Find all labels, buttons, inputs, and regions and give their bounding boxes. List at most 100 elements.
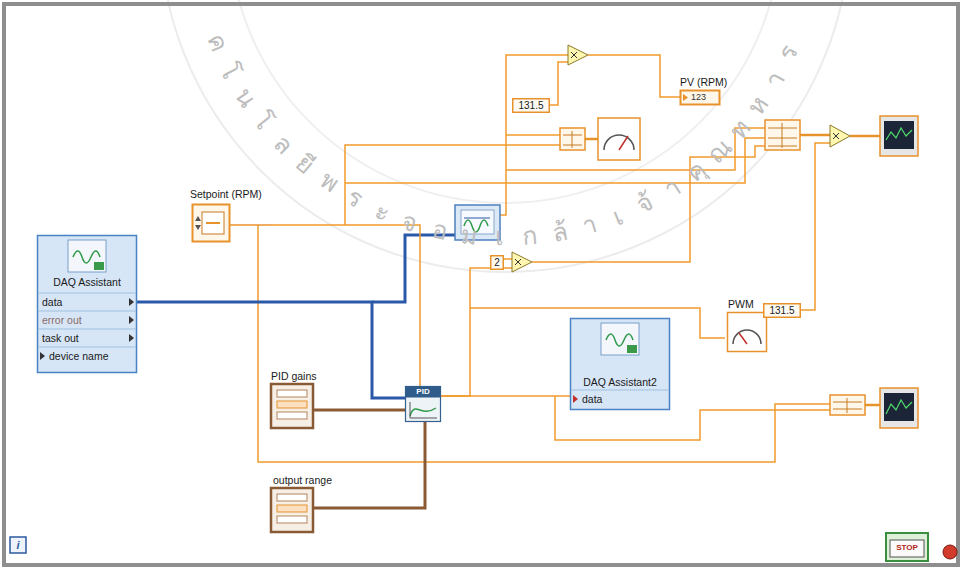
terminal-label: data xyxy=(582,393,602,405)
multiply-node xyxy=(568,45,588,65)
terminal-row-line xyxy=(38,329,136,330)
pid-header xyxy=(406,387,441,398)
waveform-symbol xyxy=(606,334,633,346)
pid-symbol xyxy=(410,408,436,416)
terminal-label: device name xyxy=(49,350,109,362)
watermark-glyph: า xyxy=(659,174,684,203)
build-array xyxy=(765,120,800,150)
array-wire xyxy=(850,135,880,138)
stop-button xyxy=(890,540,924,557)
node-label: PID xyxy=(416,387,429,396)
watermark-glyph: จ้ xyxy=(633,189,658,218)
build-array-symbol xyxy=(563,131,582,148)
stop-frame xyxy=(886,533,928,561)
watermark-glyph: ล xyxy=(269,130,297,158)
numeric-wire xyxy=(550,62,568,105)
node-label: 131.5 xyxy=(518,100,543,112)
cluster-icon xyxy=(271,384,313,428)
gauge-dial xyxy=(604,135,634,150)
daq-badge xyxy=(627,345,637,353)
numeric-indicator: PV (RPM) 123 xyxy=(678,76,748,106)
numeric-wire xyxy=(532,146,765,262)
node-label: PV (RPM) xyxy=(680,76,727,88)
waveform-chart xyxy=(880,116,918,156)
watermark-glyph: ณ xyxy=(702,134,736,168)
numeric-wire xyxy=(500,55,568,215)
multiply-symbol xyxy=(515,259,521,265)
numeric-wire xyxy=(506,134,560,136)
terminal-label: data xyxy=(42,296,62,308)
express-vi-icon xyxy=(68,240,106,272)
numeric-constant: 131.5 xyxy=(512,98,550,113)
input-terminal xyxy=(573,395,578,403)
gauge-icon xyxy=(728,313,767,352)
stop-terminal: STOP xyxy=(885,532,929,562)
cluster-element xyxy=(277,412,307,419)
watermark-glyph: เ xyxy=(495,224,504,249)
numeric-constant: 2 xyxy=(490,255,504,270)
terminal-row-line xyxy=(38,293,136,294)
numeric-wire xyxy=(345,145,560,225)
waveform-symbol xyxy=(73,251,100,263)
gauge-needle xyxy=(739,333,747,344)
watermark-glyph: ท xyxy=(725,115,754,143)
watermark-glyph: า xyxy=(760,68,789,93)
watermark-glyph: ร xyxy=(343,184,366,212)
watermark-glyph: ห xyxy=(744,92,774,119)
array-wire xyxy=(865,404,880,407)
express-vi-body xyxy=(571,319,670,410)
cluster-element xyxy=(277,401,307,408)
chart-screen xyxy=(884,121,914,149)
multiply-symbol xyxy=(833,133,839,139)
wire xyxy=(272,225,420,386)
iteration-terminal xyxy=(10,537,26,553)
node-label: PID gains xyxy=(271,370,317,382)
watermark-glyph: พ xyxy=(316,168,343,198)
constant-box xyxy=(764,304,801,318)
chart-screen xyxy=(884,393,914,421)
waveform-chart xyxy=(880,388,918,428)
waveform-symbol xyxy=(464,218,490,219)
watermark-glyph: ะ xyxy=(371,198,393,226)
cluster-element xyxy=(277,516,307,523)
terminal-label: error out xyxy=(42,314,82,326)
control-display xyxy=(202,212,224,234)
output-terminal xyxy=(129,334,134,342)
cluster-icon xyxy=(271,488,313,532)
indicator-icon xyxy=(681,91,720,105)
node-label: Setpoint (RPM) xyxy=(190,188,262,200)
multiply-symbol xyxy=(571,52,577,58)
watermark-glyph: ม xyxy=(460,222,479,249)
pid-vi: PID xyxy=(405,386,441,422)
wire xyxy=(338,409,405,412)
cluster-control: output range xyxy=(268,474,348,536)
multiply-node xyxy=(830,125,850,147)
pid-symbol xyxy=(410,402,437,418)
gauge-needle xyxy=(619,136,628,150)
cluster-element xyxy=(277,505,307,512)
constant-box xyxy=(491,256,504,270)
gauge-indicator: PWM xyxy=(725,298,769,356)
terminal-label: 123 xyxy=(691,92,706,102)
cluster-element xyxy=(277,494,307,501)
numeric-constant: 131.5 xyxy=(763,303,801,318)
build-array-symbol xyxy=(833,398,862,413)
build-array xyxy=(560,128,585,150)
watermark-glyph: อ xyxy=(430,216,450,244)
constant-box xyxy=(513,99,550,113)
watermark-glyph: จ xyxy=(400,208,422,236)
node-label: output range xyxy=(273,474,332,486)
numeric-control: Setpoint (RPM) xyxy=(188,188,272,244)
watermark-glyph: ค xyxy=(203,31,233,56)
wire xyxy=(348,422,425,508)
output-terminal xyxy=(129,316,134,324)
array-wire xyxy=(800,134,830,137)
array-wire xyxy=(585,138,598,141)
node-label: DAQ Assistant xyxy=(53,276,121,288)
watermark-glyph: า xyxy=(579,211,599,239)
node-label: STOP xyxy=(896,543,918,552)
seal-ring xyxy=(229,0,781,203)
terminal-row-line xyxy=(571,390,669,391)
control-icon xyxy=(193,205,230,242)
